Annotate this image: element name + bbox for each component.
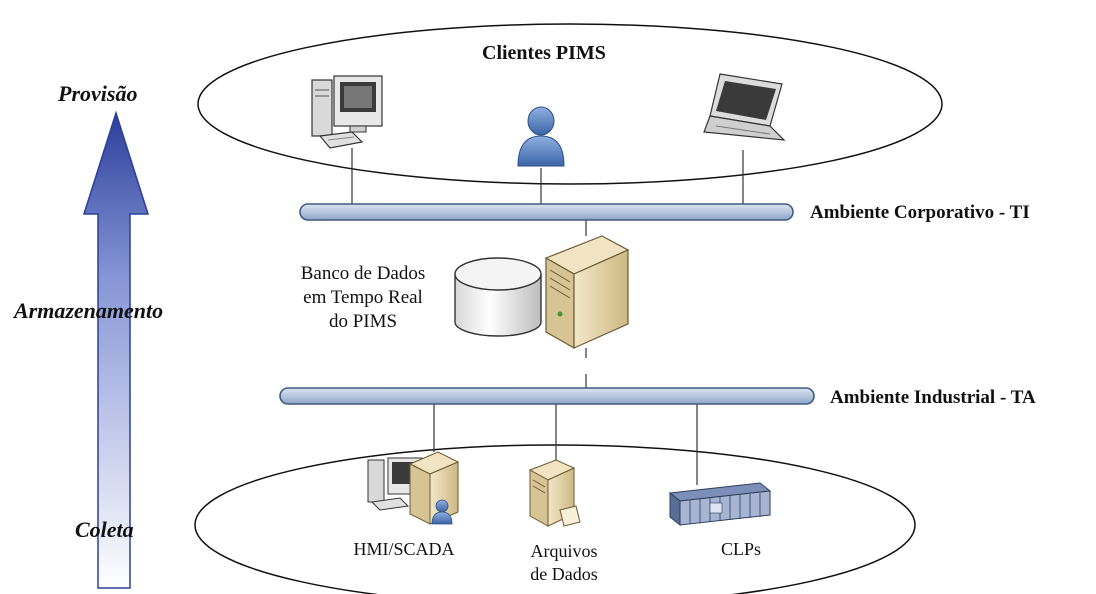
user-icon (517, 106, 565, 167)
desktop-computer-icon (311, 75, 383, 149)
database-caption-line1: Banco de Dados (300, 263, 426, 284)
label-coleta: Coleta (75, 517, 134, 542)
label-provisao: Provisão (58, 81, 138, 106)
corporate-bus (299, 203, 794, 221)
label-armazenamento: Armazenamento (14, 298, 164, 323)
flow-arrow (82, 110, 150, 589)
client-links (351, 148, 744, 204)
data-files-label: Arquivos de Dados (516, 540, 612, 585)
industrial-bus-label: Ambiente Industrial - TA (830, 387, 1036, 408)
field-ellipse (194, 444, 916, 594)
clients-title: Clientes PIMS (482, 42, 606, 64)
industrial-bus (279, 387, 815, 405)
data-files-label-line2: de Dados (530, 563, 598, 584)
clients-ellipse (197, 23, 943, 185)
field-links (433, 404, 698, 485)
database-caption-line3: do PIMS (328, 310, 398, 332)
server-icon (544, 235, 630, 350)
plc-icon (668, 482, 772, 527)
plc-label: CLPs (720, 539, 762, 559)
hmi-scada-icon (367, 451, 460, 525)
database-cylinder-icon (454, 257, 542, 337)
database-caption-line2: em Tempo Real (303, 286, 423, 308)
database-caption: Banco de Dados em Tempo Real do PIMS (282, 262, 444, 333)
laptop-icon (703, 73, 786, 141)
data-files-icon (528, 459, 581, 527)
corporate-bus-label: Ambiente Corporativo - TI (810, 202, 1030, 223)
data-files-label-line1: Arquivos (530, 541, 598, 561)
hmi-scada-label: HMI/SCADA (353, 539, 455, 559)
